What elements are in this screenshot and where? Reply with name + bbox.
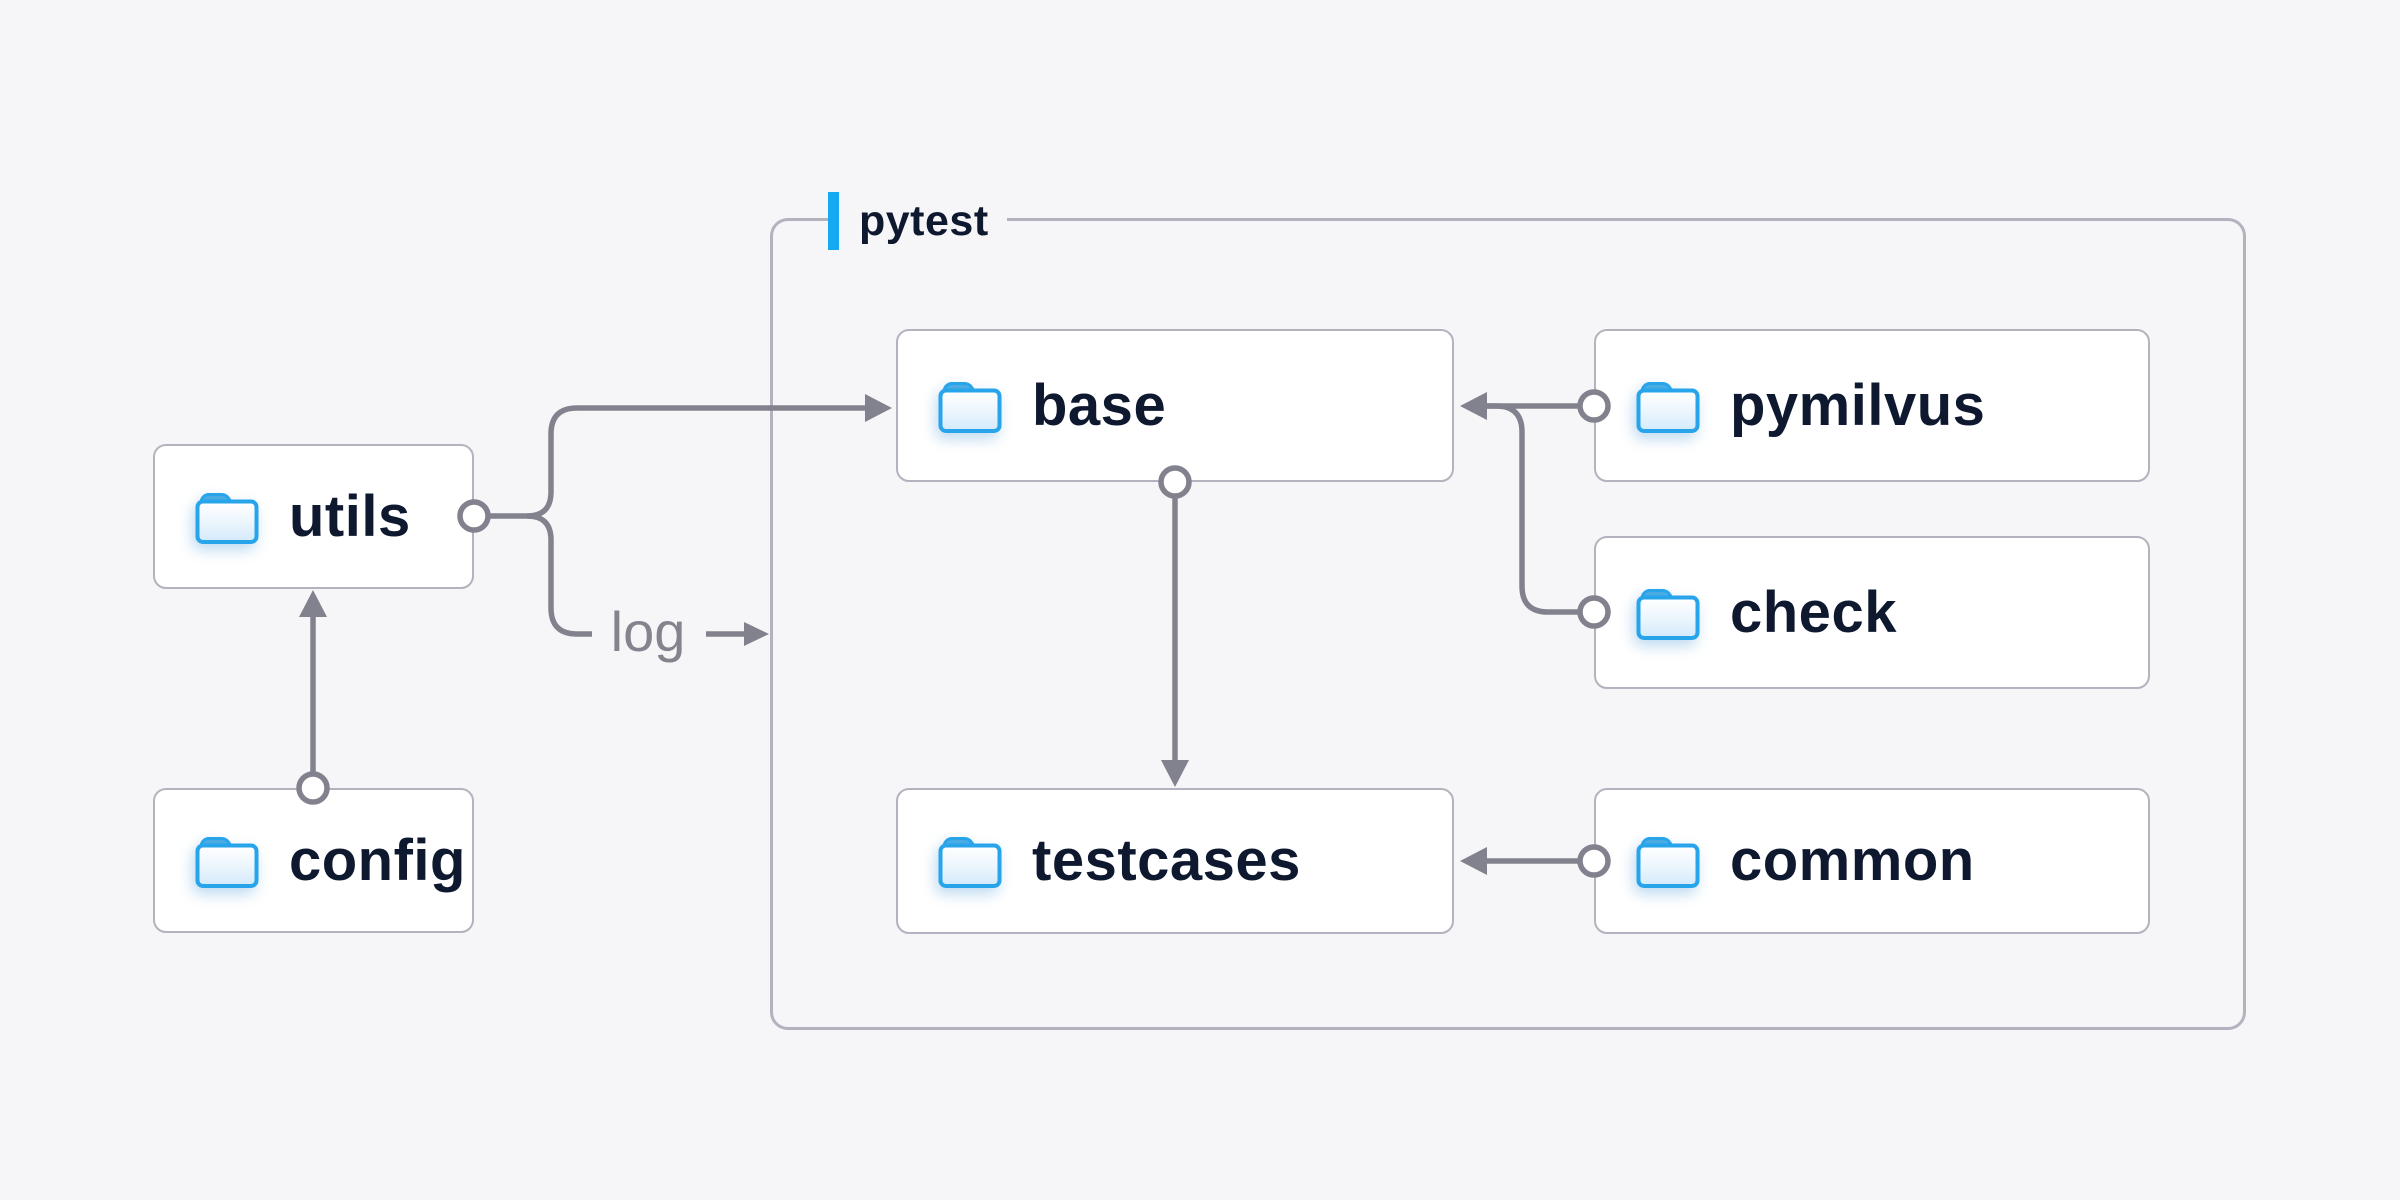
- node-pymilvus: pymilvus: [1594, 329, 2150, 482]
- node-label: testcases: [1032, 828, 1301, 893]
- node-label: check: [1730, 579, 1897, 645]
- accent-bar-icon: [828, 192, 839, 250]
- node-label: common: [1730, 828, 1975, 893]
- node-label: config: [289, 827, 466, 893]
- folder-icon: [195, 836, 259, 888]
- node-common: common: [1594, 788, 2150, 934]
- node-check: check: [1594, 536, 2150, 689]
- folder-icon: [195, 492, 259, 544]
- node-label: utils: [289, 483, 411, 549]
- pytest-group-title: pytest: [859, 196, 989, 245]
- folder-icon: [938, 837, 1002, 888]
- arrowhead-right-icon: [744, 622, 769, 646]
- node-label: base: [1032, 372, 1167, 438]
- folder-icon: [1636, 837, 1700, 888]
- arrowhead-up-icon: [299, 590, 327, 617]
- node-testcases: testcases: [896, 788, 1454, 934]
- edge-utils-to-log: [526, 513, 592, 637]
- node-base: base: [896, 329, 1454, 482]
- folder-icon: [938, 381, 1002, 433]
- edge-label-log: log: [610, 599, 686, 663]
- folder-icon: [1636, 381, 1700, 433]
- folder-icon: [1636, 588, 1700, 640]
- pytest-group-box: pytest: [770, 192, 2246, 1030]
- pytest-group-label: pytest: [828, 192, 1007, 250]
- node-label: pymilvus: [1730, 372, 1986, 438]
- node-utils: utils: [153, 444, 474, 589]
- node-config: config: [153, 788, 474, 933]
